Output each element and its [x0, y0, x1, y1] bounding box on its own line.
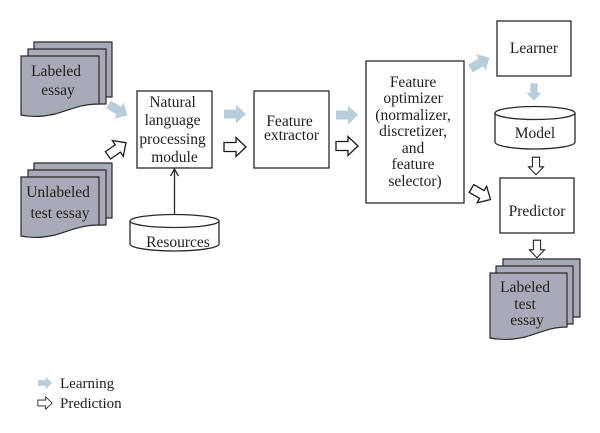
doc-sheet-front — [20, 176, 100, 238]
unlabeled-test-essay-label: Unlabeled test essay — [26, 184, 94, 222]
model-node: Model — [494, 105, 576, 150]
model-label: Model — [515, 125, 555, 142]
labeled-test-essay-node: Labeled test essay — [489, 258, 581, 340]
legend: Learning Prediction — [37, 376, 122, 412]
doc-sheet-front — [489, 272, 568, 340]
predictor-node: Predictor — [499, 177, 575, 234]
feature-optimizer-label: Feature optimizer (normalizer, discretiz… — [375, 74, 454, 190]
prediction-arrow-optimizer-to-predictor — [466, 179, 496, 209]
prediction-arrow-nlp-to-extractor — [223, 136, 247, 158]
learning-arrow-learner-to-model — [526, 83, 542, 101]
feature-extractor-box — [253, 90, 330, 169]
nlp-module-box — [136, 90, 213, 169]
learning-arrow-optimizer-to-learner — [465, 49, 495, 77]
resources-to-nlp-connector — [169, 167, 180, 216]
doc-sheet-front — [20, 55, 100, 117]
labeled-test-essay-label: Labeled test essay — [500, 279, 554, 329]
legend-prediction-label: Prediction — [60, 396, 122, 412]
feature-extractor-label: Feature extractor — [264, 113, 320, 144]
learning-arrow-nlp-to-extractor — [224, 104, 246, 124]
prediction-arrow-test-to-nlp — [101, 134, 133, 164]
predictor-box — [499, 177, 575, 234]
nlp-module-label: Natural language processing module — [139, 94, 209, 166]
resources-cylinder-body — [129, 221, 220, 252]
learning-arrow-essay-to-nlp — [103, 96, 133, 124]
legend-prediction-icon — [37, 396, 53, 410]
labeled-essay-label: Labeled essay — [31, 63, 85, 99]
legend-learning-label: Learning — [60, 376, 115, 392]
feature-optimizer-node: Feature optimizer (normalizer, discretiz… — [365, 60, 465, 204]
model-cylinder-top — [494, 105, 576, 121]
feature-extractor-node: Feature extractor — [253, 90, 330, 169]
learner-label: Learner — [510, 40, 559, 57]
nlp-module-node: Natural language processing module — [136, 90, 213, 169]
prediction-arrow-extractor-to-optimizer — [335, 135, 359, 157]
predictor-label: Predictor — [509, 203, 567, 220]
prediction-arrow-predictor-to-output — [528, 239, 546, 259]
feature-optimizer-box — [365, 60, 465, 204]
resources-cylinder-top — [129, 213, 220, 229]
unlabeled-test-essay-node: Unlabeled test essay — [20, 162, 113, 238]
prediction-arrow-model-to-predictor — [527, 156, 545, 176]
resources-label: Resources — [146, 234, 210, 251]
resources-arrowhead — [169, 167, 180, 177]
learning-arrow-extractor-to-optimizer — [336, 105, 358, 125]
legend-learning-icon — [37, 376, 53, 390]
learner-node: Learner — [496, 20, 572, 77]
resources-node: Resources — [129, 213, 220, 252]
labeled-essay-node: Labeled essay — [20, 41, 113, 117]
learner-box — [496, 20, 572, 77]
model-cylinder-body — [494, 113, 576, 150]
